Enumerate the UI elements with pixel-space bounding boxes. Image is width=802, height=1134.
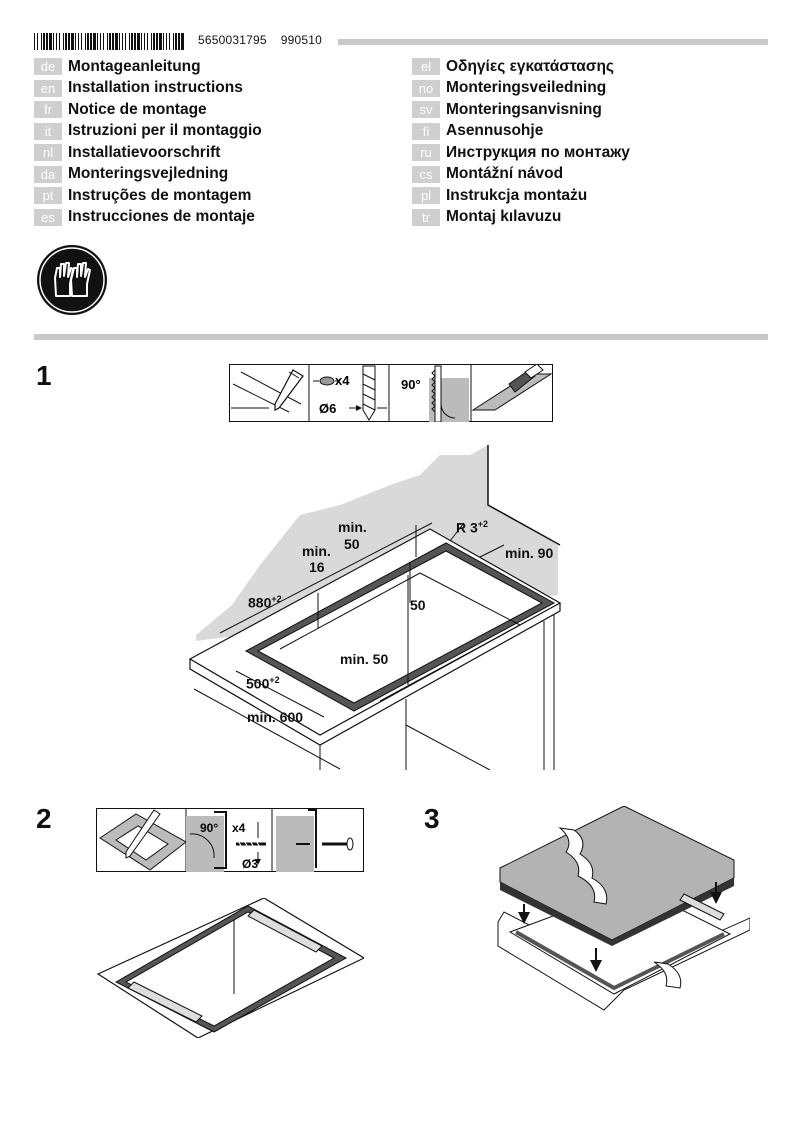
drill-count: x4	[335, 373, 350, 388]
step-number: 3	[424, 803, 440, 834]
language-row: cs Montážní návod	[412, 164, 630, 186]
language-title: Instrukcja montażu	[446, 186, 588, 204]
language-code: fr	[34, 101, 62, 119]
break-line	[558, 827, 608, 905]
barcode	[34, 33, 184, 50]
screw-diameter: Ø3	[242, 857, 258, 871]
language-row: nl Installatievoorschrift	[34, 142, 262, 164]
language-title: Notice de montage	[68, 100, 207, 118]
language-title: Montageanleitung	[68, 57, 201, 75]
language-code: it	[34, 122, 62, 140]
language-row: sv Monteringsanvisning	[412, 99, 630, 121]
dim-width: 880+2	[248, 594, 282, 611]
language-code: nl	[34, 144, 62, 162]
language-row: de Montageanleitung	[34, 56, 262, 78]
language-title: Instruções de montagem	[68, 186, 252, 204]
dim-depth: 500+2	[246, 675, 280, 692]
language-code: no	[412, 79, 440, 97]
gloves-icon	[37, 245, 107, 315]
language-row: fi Asennusohje	[412, 121, 630, 143]
language-title: Istruzioni per il montaggio	[68, 122, 262, 140]
dim-side-clearance: min. 90	[505, 545, 554, 561]
language-title: Monteringsanvisning	[446, 100, 602, 118]
language-title: Οδηγίες εγκατάστασης	[446, 57, 614, 75]
screw-icon	[276, 809, 354, 872]
language-list-right: el Οδηγίες εγκατάστασης no Monteringsveile…	[412, 56, 630, 228]
step1-tool-strip: x4 Ø6 90°	[229, 364, 553, 422]
dim-radius-value: R 3	[456, 519, 478, 536]
bracket-angle: 90°	[200, 821, 218, 835]
language-title: Monteringsveiledning	[446, 79, 607, 97]
language-row: pl Instrukcja montażu	[412, 185, 630, 207]
brush-icon	[471, 364, 553, 411]
saw-angle: 90°	[401, 377, 421, 392]
document-number: 5650031795 990510	[198, 33, 322, 47]
language-row: it Istruzioni per il montaggio	[34, 121, 262, 143]
section-divider	[34, 334, 768, 340]
language-code: sv	[412, 101, 440, 119]
drill-bit-icon	[313, 365, 387, 421]
dim-top-clearance-value: 50	[344, 536, 360, 552]
language-row: tr Montaj kılavuzu	[412, 207, 630, 229]
language-row: no Monteringsveiledning	[412, 78, 630, 100]
step1-cutout-diagram	[188, 445, 562, 770]
language-row: es Instrucciones de montaje	[34, 207, 262, 229]
header-rule	[338, 39, 768, 45]
language-code: pl	[412, 187, 440, 205]
dim-inner-depth: 50	[410, 597, 426, 613]
language-row: el Οδηγίες εγκατάστασης	[412, 56, 630, 78]
drill-diameter: Ø6	[319, 401, 336, 416]
drill-bit-icon	[236, 822, 266, 864]
dim-width-tolerance: +2	[271, 594, 282, 604]
step3-hob-diagram	[497, 806, 750, 1011]
language-code: fi	[412, 122, 440, 140]
doc-date: 990510	[280, 33, 322, 47]
language-title: Инструкция по монтажу	[446, 143, 630, 161]
dim-front-clearance-value: 16	[309, 559, 325, 575]
bracket-icon	[186, 811, 227, 872]
screw-count: x4	[232, 821, 246, 835]
dim-radius-tolerance: +2	[477, 519, 489, 529]
dim-top-clearance-label: min.	[338, 519, 367, 535]
dim-bottom-clearance: min. 50	[340, 651, 389, 667]
language-title: Instrucciones de montaje	[68, 208, 255, 226]
dim-radius: R 3+2	[456, 519, 488, 536]
dim-worktop-depth: min. 600	[247, 709, 304, 725]
doc-number: 5650031795	[198, 33, 267, 47]
language-title: Installation instructions	[68, 79, 243, 97]
language-title: Asennusohje	[446, 122, 544, 140]
mounting-bracket	[679, 893, 725, 921]
language-row: en Installation instructions	[34, 78, 262, 100]
language-code: es	[34, 208, 62, 226]
language-row: fr Notice de montage	[34, 99, 262, 121]
language-title: Monteringsvejledning	[68, 165, 229, 183]
language-code: en	[34, 79, 62, 97]
step2-tool-strip: 90° x4 Ø3	[96, 808, 364, 872]
language-title: Montážní návod	[446, 165, 564, 183]
language-title: Installatievoorschrift	[68, 143, 221, 161]
step-number: 1	[36, 360, 52, 391]
pencil-icon	[231, 369, 304, 413]
language-code: tr	[412, 208, 440, 226]
language-code: el	[412, 58, 440, 76]
dim-depth-value: 500	[246, 675, 270, 692]
language-code: cs	[412, 165, 440, 183]
dim-front-clearance-label: min.	[302, 543, 331, 559]
language-row: pt Instruções de montagem	[34, 185, 262, 207]
step-number: 2	[36, 803, 52, 834]
mounting-bracket	[127, 909, 323, 1023]
language-title: Montaj kılavuzu	[446, 208, 562, 226]
jigsaw-icon	[429, 365, 469, 422]
language-row: ru Инструкция по монтажу	[412, 142, 630, 164]
language-code: de	[34, 58, 62, 76]
language-code: ru	[412, 144, 440, 162]
language-code: pt	[34, 187, 62, 205]
language-code: da	[34, 165, 62, 183]
language-row: da Monteringsvejledning	[34, 164, 262, 186]
pencil-icon	[99, 809, 187, 871]
dim-width-value: 880	[248, 594, 272, 611]
step2-bracket-diagram	[96, 898, 364, 1038]
dim-depth-tolerance: +2	[269, 675, 280, 685]
language-list-left: de Montageanleitung en Installation instru…	[34, 56, 262, 228]
